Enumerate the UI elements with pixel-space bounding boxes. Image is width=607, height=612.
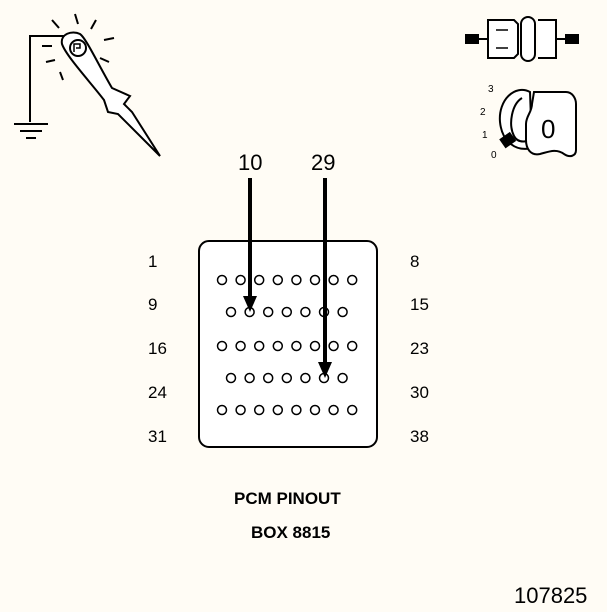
pin-hole-16 [216,340,228,352]
pin-label-left-row3: 16 [148,339,167,358]
pin-hole-25 [244,372,255,384]
pin-hole-23 [346,340,358,352]
pin-label-right-row3: 23 [410,339,429,358]
pin-hole-12 [281,306,293,318]
pin-hole-35 [291,404,302,416]
ignition-position-1: 1 [482,130,488,141]
ignition-position-0: 0 [491,150,497,161]
pin-hole-17 [235,340,246,352]
test-lamp-icon [60,31,161,157]
pin-hole-33 [253,404,265,416]
ignition-position-2: 2 [480,107,486,118]
callout-arrow-10 [243,178,257,312]
pin-label-left-row4: 24 [148,383,167,402]
pin-hole-36 [309,404,321,416]
pin-label-left-row5: 31 [148,427,167,446]
pin-hole-15 [337,306,348,318]
pin-hole-38 [346,404,358,416]
callout-arrow-29 [318,178,332,378]
caption-box-number: BOX 8815 [251,523,331,542]
pin-hole-9 [225,306,237,318]
ground-symbol-icon [14,35,68,139]
pin-hole-19 [272,340,284,352]
pin-hole-37 [328,404,339,416]
pin-hole-6 [309,274,321,286]
pin-label-right-row5: 38 [410,427,429,446]
fuse-icon [465,16,579,62]
figure-number: 107825 [514,583,588,608]
pin-hole-8 [346,274,358,286]
pin-label-left-row2: 9 [148,295,158,314]
pin-hole-32 [235,404,246,416]
callout-label-29: 29 [311,150,336,175]
pin-hole-24 [225,372,237,384]
ignition-key-icon [498,89,577,158]
pin-label-left-row1: 1 [148,252,158,271]
pin-label-right-row2: 15 [410,295,429,314]
pin-hole-13 [300,306,311,318]
pin-hole-18 [253,340,265,352]
callout-label-10: 10 [238,150,263,175]
pin-hole-21 [309,340,321,352]
ignition-position-3: 3 [488,84,494,95]
light-rays-icon [42,13,115,81]
pin-hole-30 [337,372,348,384]
pin-hole-34 [272,404,284,416]
pin-hole-1 [216,274,228,286]
pin-hole-2 [235,274,246,286]
ignition-key-label: 0 [541,114,556,144]
pin-label-right-row1: 8 [410,252,420,271]
pin-hole-20 [291,340,302,352]
pin-hole-11 [262,306,274,318]
pin-hole-26 [262,372,274,384]
pin-hole-3 [253,274,265,286]
pin-hole-22 [328,340,339,352]
pin-hole-4 [272,274,284,286]
pcm-connector-body [198,240,378,448]
pin-hole-31 [216,404,228,416]
caption-pcm-pinout: PCM PINOUT [234,489,341,508]
pin-hole-7 [328,274,339,286]
pin-label-right-row4: 30 [410,383,429,402]
pin-hole-28 [300,372,311,384]
pin-hole-5 [291,274,302,286]
pin-hole-27 [281,372,293,384]
pin-holes [216,274,358,416]
